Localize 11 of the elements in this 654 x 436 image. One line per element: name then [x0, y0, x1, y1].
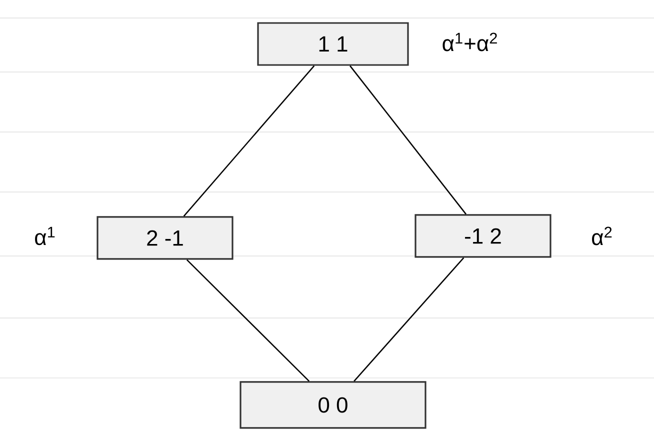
node-box: -1 2 [414, 214, 552, 258]
connector-line [183, 65, 315, 217]
node-annotation: α$^{2}$ [592, 226, 612, 246]
node-box: 0 0 [240, 381, 426, 429]
node-box: 1 1 [257, 22, 409, 66]
connector-line [186, 259, 310, 382]
node-annotation: α$^{1}$ [35, 226, 55, 246]
node-box: 2 -1 [96, 216, 234, 260]
connector-line [354, 257, 464, 382]
connector-line [350, 65, 466, 215]
node-annotation: α$^{1}$+α$^{2}$ [442, 32, 497, 52]
